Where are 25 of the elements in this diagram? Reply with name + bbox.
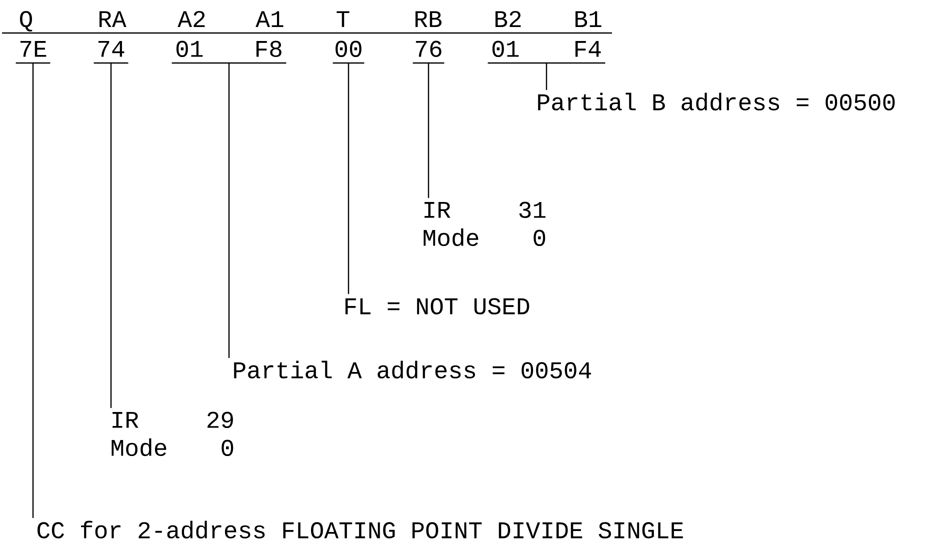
register-note: IR 31 Mode 0 bbox=[424, 202, 546, 246]
byte-field: 01 F4 bbox=[488, 40, 606, 64]
byte-field: 74 bbox=[94, 41, 128, 64]
byte-field: 7E bbox=[16, 41, 50, 64]
field-name: A1 bbox=[256, 11, 284, 27]
field-description: Partial A address = 00504 bbox=[234, 360, 591, 378]
field-description: CC for 2-address FLOATING POINT DIVIDE SINGLE bbox=[38, 520, 683, 538]
field-name: A2 bbox=[178, 10, 205, 27]
leader-line bbox=[546, 63, 548, 90]
byte-field: 00 bbox=[332, 40, 364, 64]
leader-line bbox=[32, 63, 34, 518]
field-description: Partial B address = 00500 bbox=[538, 92, 895, 110]
field-name: RB bbox=[416, 11, 442, 27]
field-name: B2 bbox=[496, 10, 521, 27]
byte-field: 01 F8 bbox=[172, 40, 286, 64]
leader-line bbox=[110, 63, 112, 408]
leader-line bbox=[428, 63, 430, 198]
leader-line bbox=[348, 63, 350, 294]
field-name: T bbox=[336, 11, 350, 27]
field-name: Q bbox=[20, 10, 32, 32]
leader-line bbox=[228, 63, 230, 358]
field-description: FL = NOT USED bbox=[345, 298, 530, 314]
register-note: IR 29 Mode 0 bbox=[112, 412, 234, 456]
field-name: RA bbox=[100, 11, 126, 27]
byte-field: 76 bbox=[412, 40, 444, 64]
